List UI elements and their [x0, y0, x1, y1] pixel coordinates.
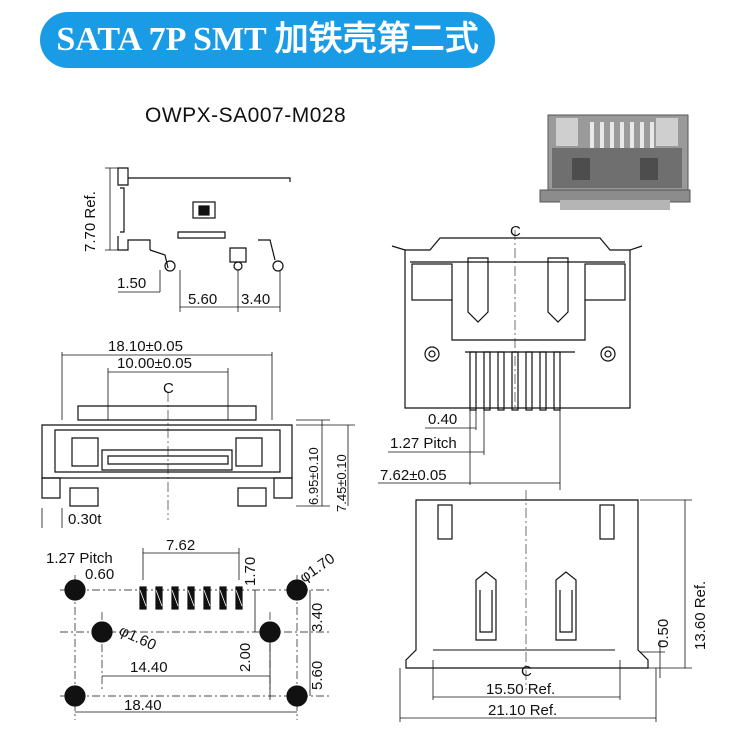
- top-view: [378, 230, 643, 490]
- front-dim-h2: 7.45±0.10: [334, 454, 349, 512]
- fp-dim-1440: 14.40: [130, 659, 168, 676]
- side-view: [105, 167, 291, 312]
- top-pitch: 1.27 Pitch: [390, 435, 457, 452]
- part-number: OWPX-SA007-M028: [145, 104, 347, 127]
- fp-dim-560: 5.60: [309, 661, 326, 690]
- top-pin-width: 0.40: [428, 411, 457, 428]
- fp-pad-len: 1.70: [242, 557, 259, 586]
- page-title: SATA 7P SMT 加铁壳第二式: [56, 21, 479, 58]
- connector-photo-illustration: [539, 114, 691, 210]
- bottom-center-mark: C: [521, 663, 532, 680]
- fp-dim-1840: 18.40: [124, 697, 162, 714]
- fp-pad-width: 0.60: [85, 566, 114, 583]
- fp-dim-340: 3.40: [309, 603, 326, 632]
- side-dim-b: 5.60: [188, 291, 217, 308]
- top-center-mark: C: [510, 223, 521, 240]
- side-dim-a: 1.50: [117, 275, 146, 292]
- title-banner: [40, 12, 495, 68]
- front-dim-width: 18.10±0.05: [108, 338, 183, 355]
- fp-small-hole: φ1.60: [116, 622, 158, 654]
- bottom-dim-height: 13.60 Ref.: [692, 581, 709, 650]
- bottom-view: [399, 490, 692, 722]
- bottom-dim-inner: 15.50 Ref.: [486, 681, 555, 698]
- fp-dim-200: 2.00: [237, 643, 254, 672]
- bottom-dim-outer: 21.10 Ref.: [488, 702, 557, 719]
- top-pin-span: 7.62±0.05: [380, 467, 447, 484]
- fp-pitch: 1.27 Pitch: [46, 550, 113, 567]
- footprint-view: [60, 548, 330, 720]
- front-dim-thick: 0.30t: [68, 511, 102, 528]
- front-center-mark: C: [163, 380, 174, 397]
- bottom-dim-050: 0.50: [655, 619, 672, 648]
- front-dim-inner: 10.00±0.05: [117, 355, 192, 372]
- side-dim-height: 7.70 Ref.: [82, 191, 99, 252]
- side-dim-c: 3.40: [241, 291, 270, 308]
- fp-pad-span: 7.62: [166, 537, 195, 554]
- front-dim-h1: 6.95±0.10: [306, 447, 321, 505]
- fp-big-hole: φ1.70: [297, 550, 339, 586]
- front-view: [41, 352, 355, 528]
